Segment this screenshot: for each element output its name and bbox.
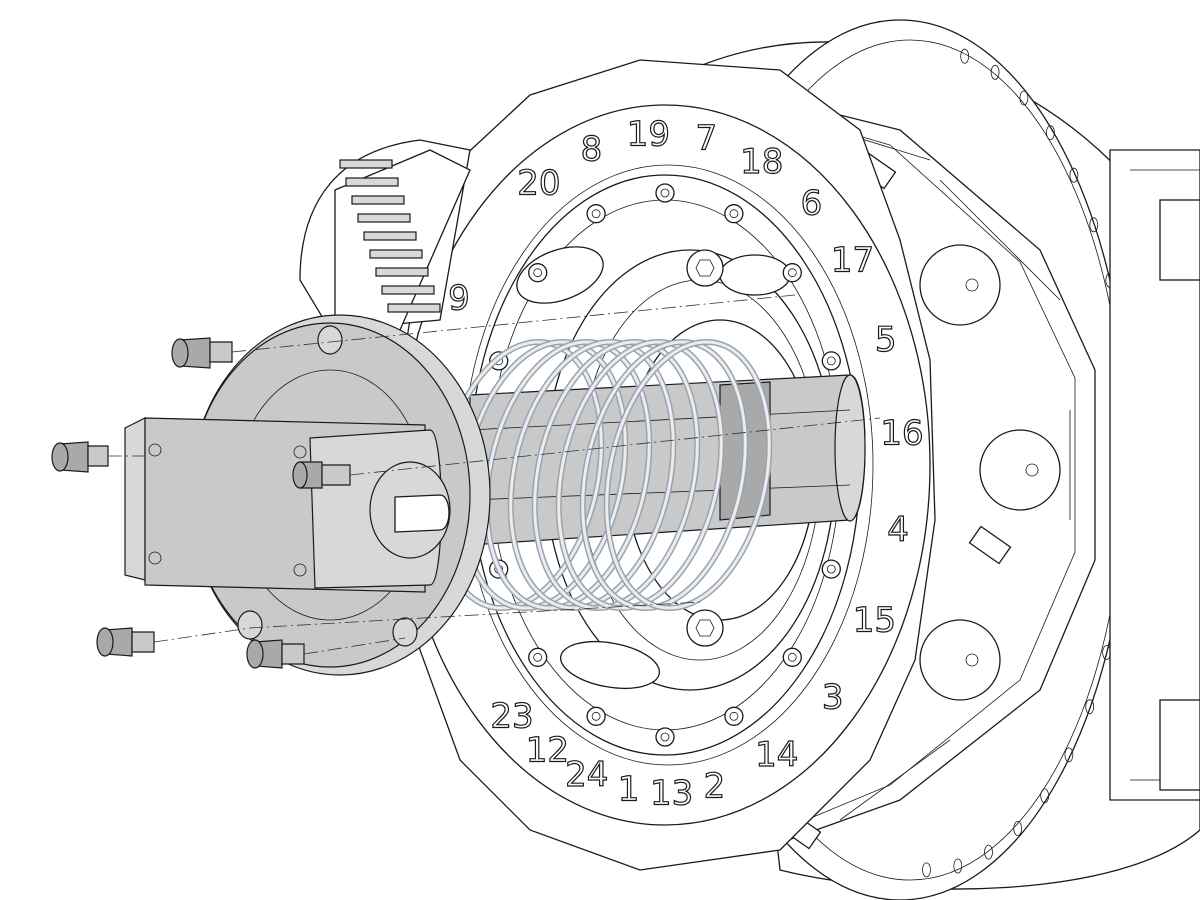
plate-bolt-hole (655, 727, 675, 747)
gear-tooth (381, 285, 435, 295)
gear-tooth (369, 249, 423, 259)
motor-body (124, 417, 451, 593)
flange-hole (1089, 217, 1099, 233)
gear-tooth (357, 213, 411, 223)
flange-hole (953, 858, 963, 874)
assembly-center-lines (108, 294, 881, 655)
plate-bolt-socket (533, 652, 543, 662)
flange-hole (990, 64, 1000, 80)
plate-bolt-hole (528, 263, 548, 283)
ring-number-right_arc-5: 14 (755, 735, 798, 775)
ring-number-top_arc-1: 8 (581, 130, 603, 170)
segment-pad (979, 429, 1061, 511)
flange-hole (1085, 699, 1095, 715)
plate-bolt-socket (660, 732, 670, 742)
plate-bolt-hole (586, 706, 606, 726)
flange-hole (960, 48, 970, 64)
plate-bolt-socket (729, 711, 739, 721)
ring-number-top_arc-4: 18 (740, 142, 783, 182)
plate-bolt-socket (533, 268, 543, 278)
cap-screw-lower-left (96, 627, 155, 657)
ring-number-left_arc-0: 9 (448, 279, 470, 319)
flange-hole (1046, 125, 1055, 141)
plate-bolt-hole (724, 706, 744, 726)
ring-number-bottom_arc-1: 13 (650, 773, 693, 813)
ring-number-top_arc-5: 6 (801, 184, 823, 224)
rear-housing-block (1109, 149, 1200, 801)
segment-pad (919, 619, 1001, 701)
ring-number-top_arc-2: 19 (627, 114, 670, 154)
plate-bolt-socket (787, 268, 797, 278)
plate-bolt-hole (724, 204, 744, 224)
plate-bolt-hole (821, 559, 841, 579)
ring-number-bottom_arc-3: 24 (565, 755, 608, 795)
ring-number-bottom_arc-4: 12 (526, 730, 569, 770)
flange-hole (922, 862, 931, 878)
segment-key (968, 525, 1012, 565)
cap-screw-left (51, 441, 109, 473)
gear-tooth (339, 159, 393, 169)
segment-pad (919, 244, 1001, 326)
ring-number-top_arc-6: 17 (831, 240, 874, 280)
drive-gear (299, 139, 471, 331)
ring-number-top_arc-0: 20 (517, 164, 560, 204)
cap-screw-motor (292, 461, 351, 489)
plate-bolt-socket (787, 652, 797, 662)
plate-bolt-socket (826, 356, 836, 366)
plate-bolt-socket (660, 188, 670, 198)
flange-hole (1069, 167, 1079, 183)
plate-bolt-socket (591, 209, 601, 219)
segment-pin (1025, 463, 1039, 477)
ring-number-right_arc-1: 16 (880, 414, 923, 454)
ring-number-bottom_arc-2: 1 (618, 770, 640, 810)
cap-screw-upper (171, 337, 233, 369)
plate-large-bolt (686, 249, 724, 287)
ring-number-right_arc-3: 15 (853, 601, 896, 641)
gear-tooth (375, 267, 429, 277)
segment-pin (965, 278, 979, 292)
segment-pin (965, 653, 979, 667)
gear-tooth (345, 177, 399, 187)
gear-tooth (387, 303, 441, 313)
flange-hole (1013, 821, 1023, 836)
ring-number-right_arc-4: 3 (822, 678, 844, 718)
ring-number-top_arc-3: 7 (695, 119, 717, 159)
ring-number-bottom_arc-0: 2 (704, 766, 726, 806)
ring-number-right_arc-2: 4 (887, 510, 909, 550)
gear-tooth (363, 231, 417, 241)
spring-coil-highlight (605, 340, 771, 610)
plate-bolt-hole (655, 183, 675, 203)
plate-large-bolt (686, 609, 724, 647)
flange-hole (1064, 747, 1074, 763)
gear-tooth (351, 195, 405, 205)
hex-socket-icon (695, 259, 715, 277)
flange-hole (1040, 788, 1050, 804)
ring-number-bottom_arc-5: 23 (490, 696, 533, 736)
plate-bolt-hole (782, 647, 802, 667)
ring-number-right_arc-0: 5 (875, 320, 897, 360)
plate-bolt-hole (528, 647, 548, 667)
flange-hole (1019, 90, 1029, 106)
plate-bolt-hole (586, 204, 606, 224)
plate-bolt-socket (826, 564, 836, 574)
cap-screw-lower (246, 639, 305, 669)
hex-socket-icon (695, 619, 715, 637)
plate-bolt-hole (821, 351, 841, 371)
plate-bolt-socket (729, 209, 739, 219)
flange-hole (984, 844, 993, 860)
plate-bolt-hole (782, 263, 802, 283)
plate-bolt-socket (591, 711, 601, 721)
